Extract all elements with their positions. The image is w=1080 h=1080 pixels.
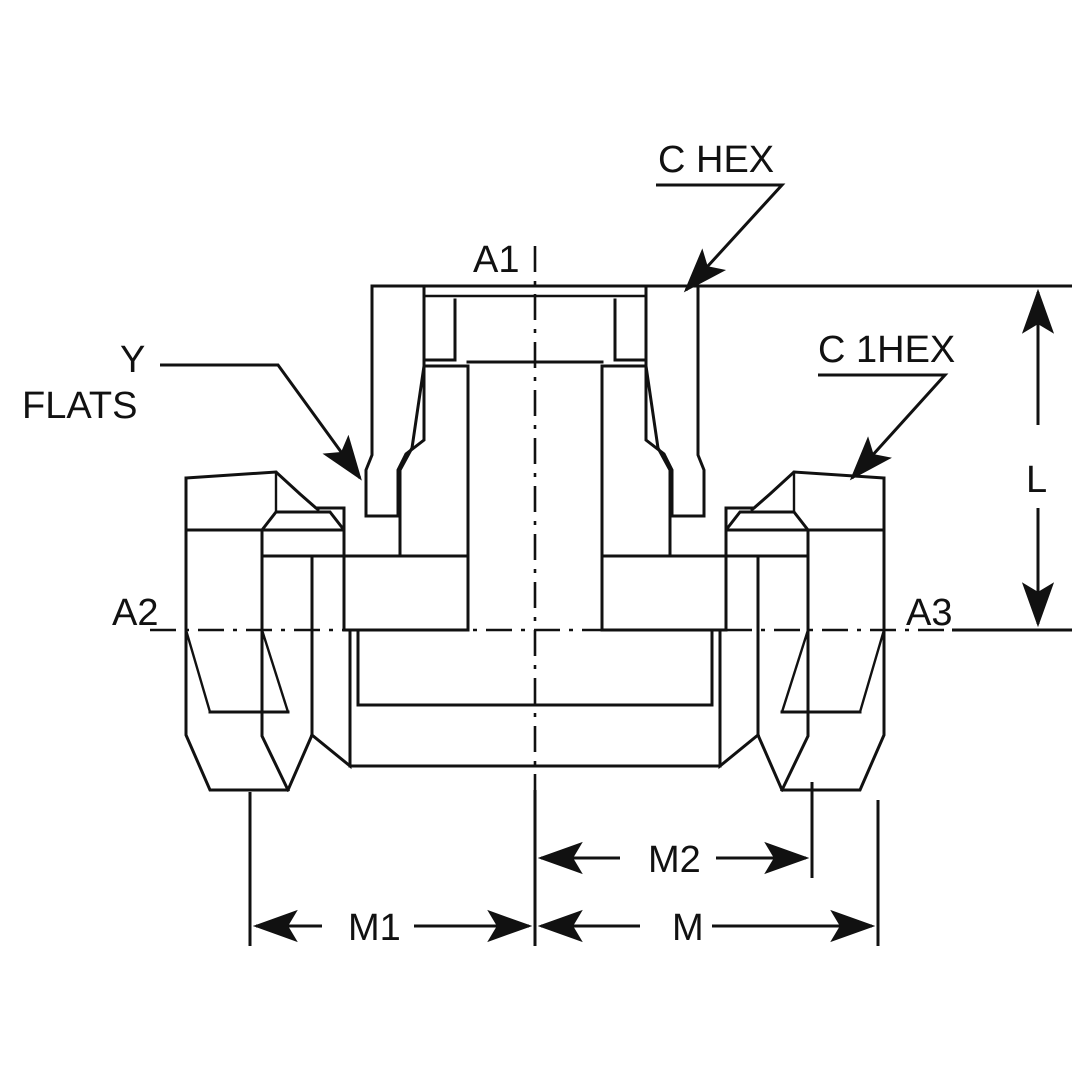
- callout-c-1hex-label: C 1HEX: [818, 329, 955, 371]
- right-nut-chamfer-a: [858, 628, 886, 714]
- drawing-text-labels: C HEX C 1HEX Y FLATS A1 A2 A3 L M2 M1 M: [22, 139, 1047, 949]
- right-hex-nut-outline: [756, 476, 886, 792]
- left-hex-nut-outline: [184, 476, 314, 792]
- top-port-right-seat: [600, 364, 672, 558]
- right-branch-upper-section: [724, 470, 886, 558]
- port-label-a3: A3: [906, 592, 952, 634]
- top-port-left-seat: [398, 364, 470, 558]
- top-port-left-wall: [364, 284, 457, 518]
- dimension-label-l: L: [1026, 459, 1047, 501]
- dimension-label-m1: M1: [348, 907, 401, 949]
- port-label-a1: A1: [473, 239, 519, 281]
- left-branch-upper-section: [184, 470, 346, 558]
- dimension-label-m: M: [672, 907, 704, 949]
- c-1hex-leader: [818, 373, 949, 481]
- y-flats-leader: [160, 363, 362, 481]
- left-nut-chamfer-b: [260, 628, 290, 714]
- left-hex-nut-inner-edge: [260, 554, 291, 793]
- dimension-lines: [248, 284, 1072, 946]
- dimension-label-m2: M2: [648, 839, 701, 881]
- center-body-left-hatch: [342, 554, 470, 632]
- port-label-a2: A2: [112, 592, 158, 634]
- top-port-right-wall: [613, 284, 706, 518]
- run-body-lower-outline: [348, 628, 722, 768]
- fitting-body-geometry: [150, 246, 952, 808]
- right-branch-shoulder: [718, 628, 761, 770]
- callout-y-label: Y: [120, 339, 145, 381]
- callout-flats-label: FLATS: [22, 385, 137, 427]
- center-body-right-hatch: [600, 554, 728, 632]
- callout-c-hex-label: C HEX: [658, 139, 774, 181]
- c-hex-leader: [656, 183, 786, 293]
- right-nut-chamfer-b: [780, 628, 810, 714]
- left-nut-chamfer-a: [184, 628, 212, 714]
- callout-leaders: [160, 183, 949, 481]
- left-branch-shoulder: [309, 628, 352, 770]
- right-hex-nut-inner-edge: [779, 554, 810, 793]
